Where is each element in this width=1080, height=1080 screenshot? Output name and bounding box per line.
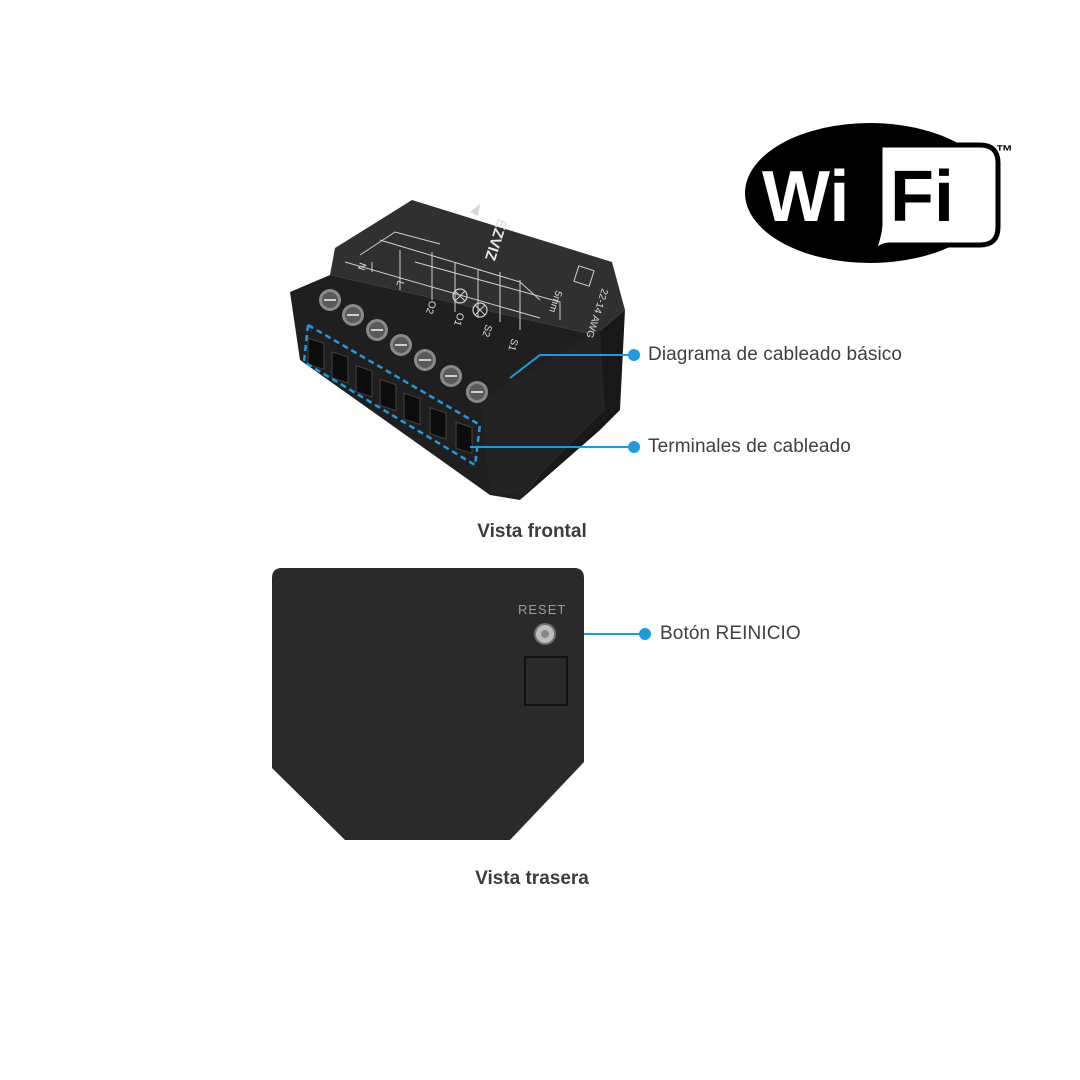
warning-triangle-icon	[470, 204, 480, 216]
terminals-highlight	[302, 322, 482, 468]
wire-entry-holes	[307, 337, 473, 455]
wifi-logo-trademark: ™	[996, 142, 1013, 161]
wifi-logo-wi-text: Wi	[762, 157, 849, 237]
caption-back-view: Vista trasera	[475, 868, 589, 889]
callout-wiring-terminals: Terminales de cableado	[648, 436, 851, 457]
back-panel-window	[524, 656, 568, 706]
wifi-logo: Wi Fi ™	[740, 105, 1030, 285]
wifi-logo-fi-text: Fi	[890, 157, 954, 237]
front-view-module: EZVIZ 22-14 AWG 5mm N L O2 O1 S2 S1	[290, 200, 625, 500]
terminal-marking-s1: S1	[505, 337, 519, 352]
callout-wiring-diagram: Diagrama de cableado básico	[648, 344, 903, 365]
callout-reset-button: Botón REINICIO	[660, 623, 801, 644]
printed-wiring-diagram	[344, 231, 561, 330]
caption-front-view: Vista frontal	[477, 521, 587, 542]
terminal-marking-s2: S2	[479, 323, 493, 338]
terminal-marking-o1: O1	[451, 311, 466, 328]
terminal-screws	[319, 289, 488, 403]
back-view-module: RESET	[272, 568, 584, 840]
terminal-marking-o2: O2	[423, 299, 438, 316]
terminal-marking-l: L	[393, 279, 405, 288]
reset-marking: RESET	[518, 602, 566, 617]
terminal-marking-n: N	[355, 261, 368, 271]
wifi-logo-graphic: Wi Fi ™	[745, 123, 1013, 263]
callout-lines	[470, 349, 651, 640]
